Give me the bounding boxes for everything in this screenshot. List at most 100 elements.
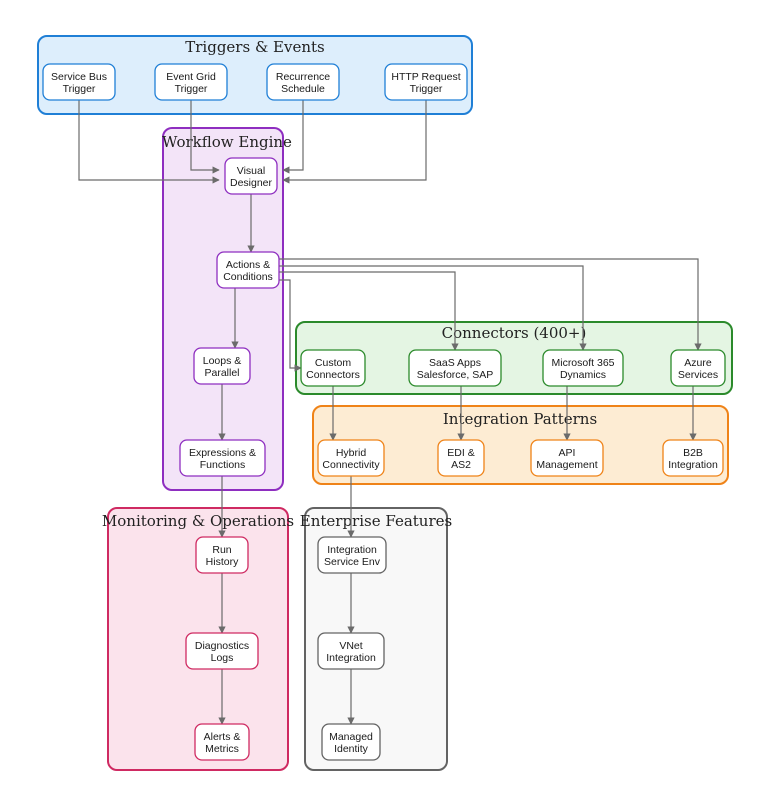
- edge-recurrence-to-designer: [282, 100, 304, 174]
- edge-service-bus-to-designer: [78, 100, 220, 184]
- node-label-vnet-integration-line2: Integration: [326, 652, 376, 664]
- node-box-recurrence-schedule[interactable]: [266, 63, 340, 101]
- cluster-box-workflow: [162, 127, 284, 491]
- node-label-recurrence-schedule-line1: Recurrence: [276, 71, 330, 83]
- node-label-loops-parallel-line1: Loops &: [203, 355, 242, 367]
- node-box-hybrid-connectivity[interactable]: [317, 439, 385, 477]
- node-label-http-request-trigger-line2: Trigger: [410, 83, 443, 95]
- node-label-actions-conditions-line2: Conditions: [223, 271, 273, 283]
- cluster-title-monitoring: Monitoring & Operations: [102, 512, 294, 530]
- edge-actions-to-saas: [279, 271, 459, 351]
- node-label-run-history-line1: Run: [212, 544, 231, 556]
- node-label-hybrid-connectivity-line2: Connectivity: [322, 459, 380, 471]
- edge-actions-to-custom: [279, 279, 302, 372]
- node-label-service-bus-trigger-line2: Trigger: [63, 83, 96, 95]
- node-box-service-bus-trigger[interactable]: [42, 63, 116, 101]
- node-box-alerts-metrics[interactable]: [194, 723, 250, 761]
- node-label-diagnostics-logs-line1: Diagnostics: [195, 640, 249, 652]
- node-loops-parallel[interactable]: Loops &Parallel: [193, 347, 251, 385]
- node-label-integration-service-env-line1: Integration: [327, 544, 377, 556]
- node-box-actions-conditions[interactable]: [216, 251, 280, 289]
- cluster-title-patterns: Integration Patterns: [443, 410, 597, 428]
- node-label-event-grid-trigger-line1: Event Grid: [166, 71, 216, 83]
- node-label-microsoft-365-line2: Dynamics: [560, 369, 606, 381]
- edge-event-grid-to-designer: [190, 100, 220, 174]
- edges-layer: [78, 100, 702, 725]
- node-label-microsoft-365-line1: Microsoft 365: [551, 357, 614, 369]
- node-box-run-history[interactable]: [195, 536, 249, 574]
- node-expressions-functions[interactable]: Expressions &Functions: [179, 439, 266, 477]
- node-box-microsoft-365[interactable]: [542, 349, 624, 387]
- node-box-expressions-functions[interactable]: [179, 439, 266, 477]
- node-box-managed-identity[interactable]: [321, 723, 381, 761]
- cluster-box-patterns: [312, 405, 729, 485]
- node-label-event-grid-trigger-line2: Trigger: [175, 83, 208, 95]
- node-label-service-bus-trigger-line1: Service Bus: [51, 71, 107, 83]
- node-box-event-grid-trigger[interactable]: [154, 63, 228, 101]
- node-label-run-history-line2: History: [206, 556, 239, 568]
- cluster-workflow: Workflow Engine: [162, 127, 292, 491]
- node-label-b2b-integration-line1: B2B: [683, 447, 703, 459]
- node-label-expressions-functions-line2: Functions: [200, 459, 246, 471]
- node-actions-conditions[interactable]: Actions &Conditions: [216, 251, 280, 289]
- node-label-edi-as2-line2: AS2: [451, 459, 471, 471]
- node-box-http-request-trigger[interactable]: [384, 63, 468, 101]
- node-label-azure-services-line1: Azure: [684, 357, 712, 369]
- node-label-http-request-trigger-line1: HTTP Request: [391, 71, 460, 83]
- node-box-saas-apps[interactable]: [408, 349, 502, 387]
- node-box-custom-connectors[interactable]: [300, 349, 366, 387]
- edge-actions-to-m365: [279, 265, 587, 351]
- cluster-patterns: Integration Patterns: [312, 405, 729, 485]
- node-label-custom-connectors-line2: Connectors: [306, 369, 360, 381]
- node-box-edi-as2[interactable]: [437, 439, 485, 477]
- node-label-visual-designer-line2: Designer: [230, 177, 273, 189]
- node-label-actions-conditions-line1: Actions &: [226, 259, 270, 271]
- cluster-title-triggers: Triggers & Events: [185, 38, 325, 56]
- node-label-azure-services-line2: Services: [678, 369, 718, 381]
- cluster-box-triggers: [37, 35, 473, 115]
- cluster-title-workflow: Workflow Engine: [162, 133, 292, 151]
- node-label-custom-connectors-line1: Custom: [315, 357, 351, 369]
- node-label-b2b-integration-line2: Integration: [668, 459, 718, 471]
- node-label-managed-identity-line1: Managed: [329, 731, 373, 743]
- node-label-diagnostics-logs-line2: Logs: [211, 652, 234, 664]
- node-label-integration-service-env-line2: Service Env: [324, 556, 381, 568]
- node-box-diagnostics-logs[interactable]: [185, 632, 259, 670]
- node-label-visual-designer-line1: Visual: [237, 165, 265, 177]
- node-box-api-management[interactable]: [530, 439, 604, 477]
- node-label-saas-apps-line1: SaaS Apps: [429, 357, 481, 369]
- node-label-expressions-functions-line1: Expressions &: [189, 447, 256, 459]
- node-box-integration-service-env[interactable]: [317, 536, 387, 574]
- node-label-alerts-metrics-line1: Alerts &: [204, 731, 241, 743]
- node-box-vnet-integration[interactable]: [317, 632, 385, 670]
- node-edi-as2[interactable]: EDI &AS2: [437, 439, 485, 477]
- node-box-azure-services[interactable]: [670, 349, 726, 387]
- cluster-triggers: Triggers & Events: [37, 35, 473, 115]
- node-box-loops-parallel[interactable]: [193, 347, 251, 385]
- node-label-managed-identity-line2: Identity: [334, 743, 369, 755]
- node-label-edi-as2-line1: EDI &: [447, 447, 474, 459]
- node-box-visual-designer[interactable]: [224, 157, 278, 195]
- node-box-b2b-integration[interactable]: [662, 439, 724, 477]
- edge-actions-to-azure: [279, 258, 702, 351]
- node-alerts-metrics[interactable]: Alerts &Metrics: [194, 723, 250, 761]
